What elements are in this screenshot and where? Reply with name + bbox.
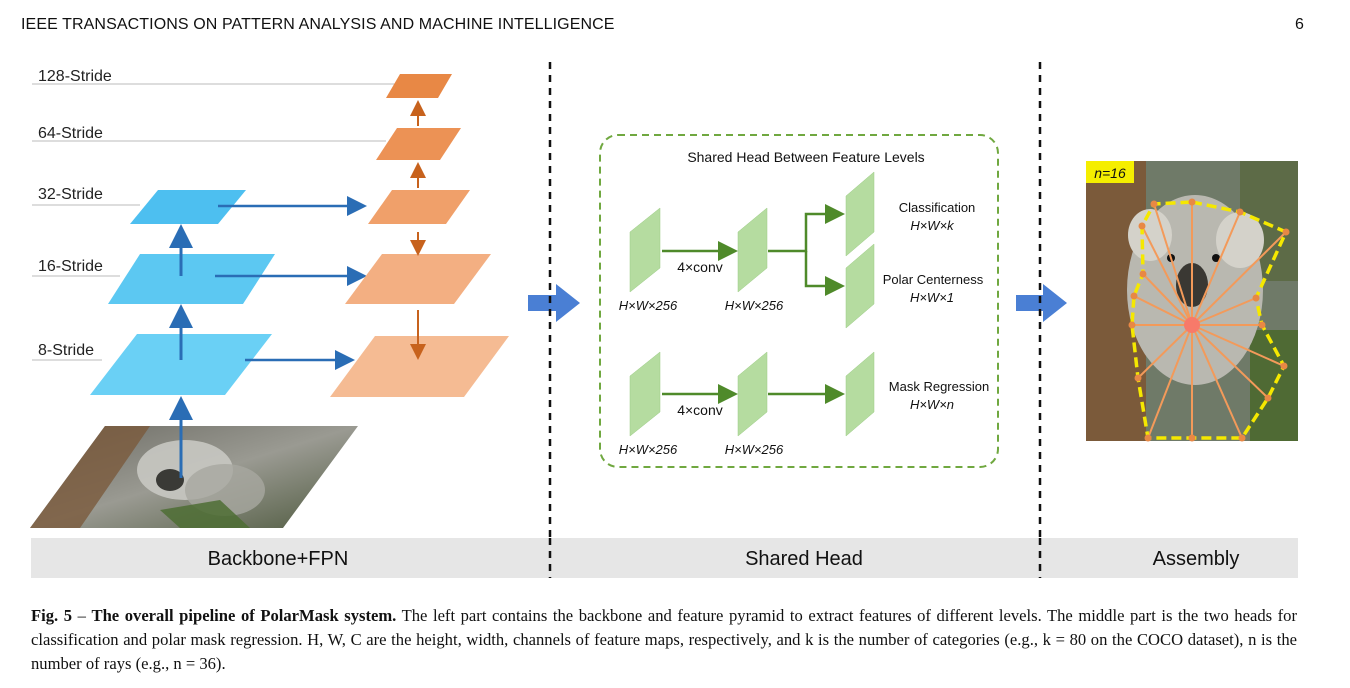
backbone-layers bbox=[90, 190, 275, 395]
output-map-cls bbox=[845, 171, 875, 257]
backbone-layer-32 bbox=[130, 190, 246, 224]
caption-title: The overall pipeline of PolarMask system… bbox=[91, 606, 397, 625]
panel-label-bar bbox=[31, 538, 1298, 578]
fpn-layer-64 bbox=[376, 128, 461, 160]
feature-maps-bottom bbox=[629, 351, 875, 437]
dim-mid-top: H×W×256 bbox=[725, 298, 784, 313]
centerness-label: Polar Centerness bbox=[883, 272, 984, 287]
output-map-ctr bbox=[845, 243, 875, 329]
centerness-dim: H×W×1 bbox=[910, 290, 954, 305]
stride-label-32: 32-Stride bbox=[38, 186, 103, 203]
backbone-layer-8 bbox=[90, 334, 272, 395]
caption-dash: – bbox=[72, 606, 92, 625]
feature-maps-top bbox=[629, 171, 875, 329]
caption-label: Fig. 5 bbox=[31, 606, 73, 625]
dim-in-bottom: H×W×256 bbox=[619, 442, 678, 457]
fpn-layers bbox=[330, 74, 509, 397]
fpn-layer-32 bbox=[368, 190, 470, 224]
head-arrows bbox=[662, 204, 845, 404]
stride-label-8: 8-Stride bbox=[38, 342, 94, 359]
stride-label-128: 128-Stride bbox=[38, 68, 112, 85]
polar-center bbox=[1184, 317, 1200, 333]
feature-map-mid-bottom bbox=[737, 351, 768, 437]
fpn-layer-8 bbox=[330, 336, 509, 397]
ray-endpoints bbox=[1128, 198, 1290, 442]
fpn-layer-16 bbox=[345, 254, 491, 304]
shared-head-box bbox=[599, 134, 999, 468]
lateral-arrows bbox=[215, 196, 367, 370]
separators bbox=[548, 62, 1042, 580]
stride-label-16: 16-Stride bbox=[38, 258, 103, 275]
panel-label-assembly: Assembly bbox=[1153, 548, 1240, 570]
arrow-to-assembly bbox=[1016, 284, 1067, 322]
figure-caption: Fig. 5 – The overall pipeline of PolarMa… bbox=[31, 604, 1297, 676]
feature-map-in-top bbox=[629, 207, 661, 293]
dim-mid-bottom: H×W×256 bbox=[725, 442, 784, 457]
feature-map-mid-top bbox=[737, 207, 768, 293]
journal-title: IEEE TRANSACTIONS ON PATTERN ANALYSIS AN… bbox=[21, 16, 615, 33]
arrow-to-head bbox=[528, 284, 580, 322]
stage-arrows bbox=[528, 284, 1067, 322]
input-image bbox=[30, 426, 358, 528]
output-map-mask bbox=[845, 351, 875, 437]
backbone-layer-16 bbox=[108, 254, 275, 304]
mask-dim: H×W×n bbox=[910, 397, 954, 412]
classification-dim: H×W×k bbox=[910, 218, 955, 233]
panel-label-head: Shared Head bbox=[745, 548, 863, 570]
conv-label-top: 4×conv bbox=[677, 259, 723, 275]
conv-label-bottom: 4×conv bbox=[677, 402, 723, 418]
mask-label: Mask Regression bbox=[889, 379, 989, 394]
stride-labels: 128-Stride 64-Stride 32-Stride 16-Stride… bbox=[32, 68, 396, 361]
feature-map-in-bottom bbox=[629, 351, 661, 437]
classification-label: Classification bbox=[899, 200, 976, 215]
fpn-layer-128 bbox=[386, 74, 452, 98]
pipeline-figure: 128-Stride 64-Stride 32-Stride 16-Stride… bbox=[30, 62, 1298, 580]
n-label: n=16 bbox=[1094, 165, 1126, 181]
n-badge bbox=[1086, 161, 1134, 183]
polar-rays bbox=[1132, 202, 1287, 439]
caption-body: The left part contains the backbone and … bbox=[31, 606, 1297, 673]
dim-in-top: H×W×256 bbox=[619, 298, 678, 313]
stride-label-64: 64-Stride bbox=[38, 125, 103, 142]
page-number: 6 bbox=[1295, 16, 1304, 33]
shared-head-title: Shared Head Between Feature Levels bbox=[687, 149, 924, 165]
page-header: IEEE TRANSACTIONS ON PATTERN ANALYSIS AN… bbox=[21, 16, 1304, 38]
panel-label-backbone: Backbone+FPN bbox=[208, 548, 349, 570]
